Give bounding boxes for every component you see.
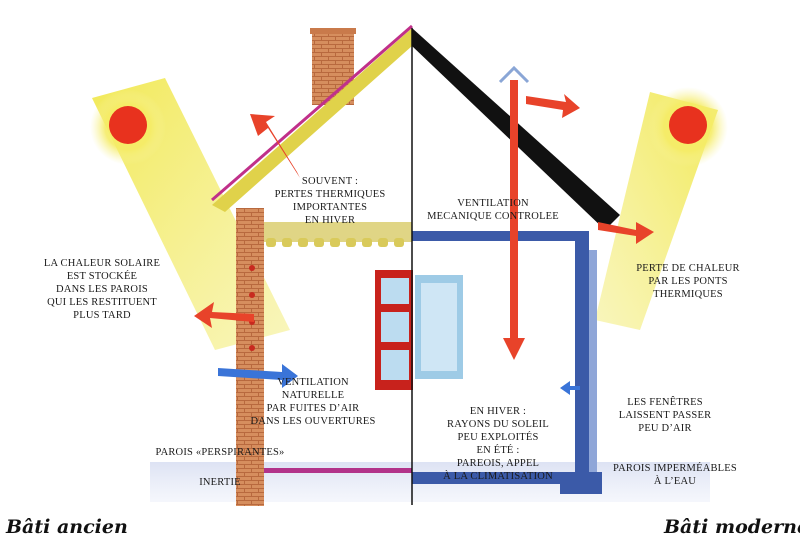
window-modern xyxy=(415,275,463,379)
label-perte-chaleur: PERTE DE CHALEUR PAR LES PONTS THERMIQUE… xyxy=(636,263,740,300)
label-en-hiver: EN HIVER : RAYONS DU SOLEIL PEU EXPLOITÉ… xyxy=(443,406,553,482)
arrow-air-old xyxy=(218,364,298,388)
label-chaleur-solaire: LA CHALEUR SOLAIRE EST STOCKÉE DANS LES … xyxy=(43,258,161,321)
ceiling-modern xyxy=(412,231,587,241)
wall-modern-right xyxy=(575,231,589,481)
sun-right xyxy=(595,87,728,330)
caption-bati-ancien: Bâti ancien xyxy=(6,516,128,538)
roof-vent xyxy=(498,65,530,84)
air-arrows xyxy=(218,364,580,395)
label-ventilation-naturelle: VENTILATION NATURELLE PAR FUITES D’AIR D… xyxy=(250,377,376,427)
wall-red-dots xyxy=(249,265,255,351)
arrow-vent xyxy=(526,94,580,118)
caption-bati-moderne: Bâti moderne xyxy=(664,516,800,538)
roof-old xyxy=(212,28,412,212)
arrow-air-modern xyxy=(560,381,580,395)
window-old xyxy=(375,270,413,390)
label-fenetres: LES FENÊTRES LAISSENT PASSER PEU D’AIR xyxy=(618,397,712,434)
wall-old-left xyxy=(236,208,264,506)
arrow-roof-old xyxy=(250,114,300,178)
arrow-thermal-bridge xyxy=(598,222,654,244)
label-parois-impermeables: PAROIS IMPERMÉABLES À L’EAU xyxy=(613,463,737,487)
heat-loss-arrows xyxy=(194,80,654,360)
cornice-dentils xyxy=(266,238,404,247)
label-pertes-thermiques: SOUVENT : PERTES THERMIQUES IMPORTANTES … xyxy=(274,176,386,226)
sun-core-right xyxy=(669,106,707,144)
label-vmc: VENTILATION MECANIQUE CONTROLEE xyxy=(427,198,559,222)
sun-core-left xyxy=(109,106,147,144)
arrow-wall-old xyxy=(194,302,254,328)
label-inertie: INERTIE xyxy=(199,477,241,488)
label-parois-perspirantes: PAROIS «PERSPIRANTES» xyxy=(155,447,285,458)
